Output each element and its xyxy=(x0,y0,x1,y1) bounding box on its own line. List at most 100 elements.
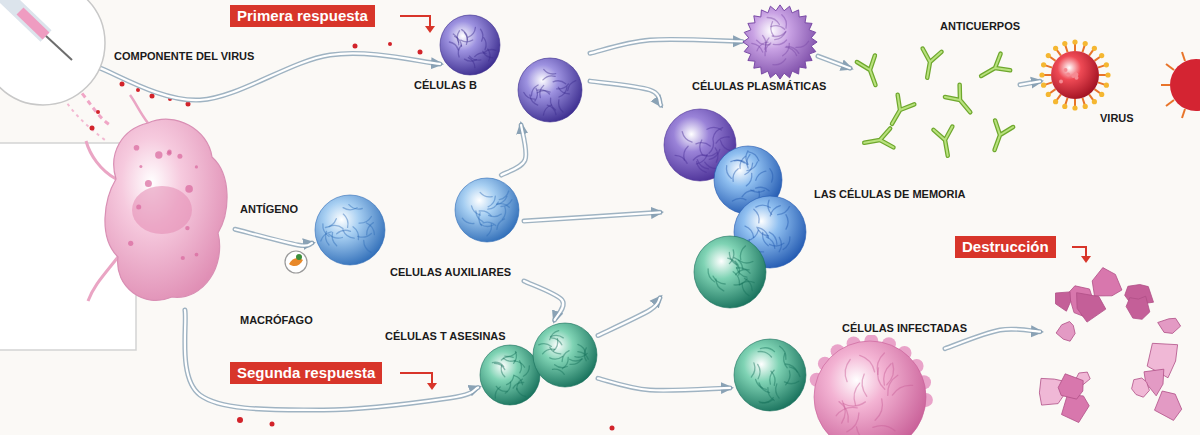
particle xyxy=(150,94,155,99)
flow-arrow xyxy=(524,281,563,320)
cell-texture xyxy=(697,162,707,173)
macrophage-nucleus xyxy=(132,186,192,234)
virus-body xyxy=(1170,59,1200,111)
macrophage-granule xyxy=(185,185,193,193)
cell-texture xyxy=(773,40,786,45)
cell-texture xyxy=(759,400,773,403)
cell-texture xyxy=(778,207,790,215)
arrow-core xyxy=(590,81,661,105)
cell-texture xyxy=(789,367,800,377)
cell-texture xyxy=(675,155,687,163)
cell-body xyxy=(743,5,817,79)
cell-texture xyxy=(734,258,743,269)
virus-spike-tip xyxy=(1062,41,1067,46)
cell-texture xyxy=(553,81,566,84)
cell-texture xyxy=(343,214,348,227)
cell-texture xyxy=(502,207,505,220)
cell-texture xyxy=(771,22,774,36)
cell-texture xyxy=(756,171,766,180)
antibody-core xyxy=(884,95,915,129)
partial-virus xyxy=(1161,52,1200,118)
cell-texture xyxy=(449,42,458,50)
cell-fragment xyxy=(1056,292,1071,311)
cell-texture xyxy=(773,59,786,65)
macrophage-granule xyxy=(155,151,162,158)
cell-texture xyxy=(568,81,576,91)
cell-texture xyxy=(760,398,773,403)
virus-spike-tip xyxy=(1072,39,1077,44)
cell-texture xyxy=(751,363,755,377)
cell-group: CELULAS AUXILIARES xyxy=(312,175,524,281)
cell-fragment xyxy=(1132,378,1150,397)
particle xyxy=(418,50,423,55)
arrow-core xyxy=(235,229,312,245)
lens-circle xyxy=(0,0,105,105)
cell-label: ANTICUERPOS xyxy=(938,20,1022,33)
antibody xyxy=(986,120,1014,153)
virus-spike-tip xyxy=(1053,46,1058,51)
cell-texture xyxy=(358,233,372,237)
cell-label: MACRÓFAGO xyxy=(238,314,315,327)
cell-texture xyxy=(462,218,474,223)
cell-texture xyxy=(766,237,775,249)
cell-group: CÉLULAS INFECTADAS xyxy=(730,335,945,435)
tag-pointer-head xyxy=(425,26,435,33)
cell-illustration xyxy=(8,8,98,98)
macrophage-granule xyxy=(177,154,182,159)
cell-label: CÉLULAS PLASMÁTICAS xyxy=(690,80,828,93)
cell-texture xyxy=(465,33,468,45)
cell-illustration xyxy=(1040,40,1110,110)
antibody xyxy=(884,95,915,129)
cell-texture xyxy=(343,208,357,210)
cell-texture xyxy=(796,41,809,47)
cell-texture xyxy=(367,223,375,235)
cell-body xyxy=(518,58,582,122)
cell-texture xyxy=(697,160,708,169)
virus-spike-tip xyxy=(1046,53,1051,58)
cell-texture xyxy=(736,269,750,274)
virus-spike-tip xyxy=(1046,92,1051,97)
virus-spike-tip xyxy=(1104,83,1109,88)
cell-fragment xyxy=(1092,268,1122,296)
particle xyxy=(120,82,125,87)
cell-texture xyxy=(470,56,481,60)
tag-pointer xyxy=(400,16,430,27)
macrophage-granule xyxy=(167,151,172,156)
syringe-barrel xyxy=(0,0,46,36)
arrow-outline xyxy=(185,310,478,410)
cell-body xyxy=(440,15,500,75)
arrow-outline xyxy=(235,229,312,245)
cell-group: ANTICUERPOS xyxy=(850,40,1020,160)
flow-arrow xyxy=(501,125,526,175)
antibody-outline xyxy=(857,55,885,88)
cell-texture xyxy=(732,198,746,201)
cell-fragment xyxy=(1155,391,1182,420)
cell-texture xyxy=(749,152,759,161)
cell-texture xyxy=(507,375,514,385)
cell-body xyxy=(480,345,540,405)
cell-texture xyxy=(878,368,885,390)
cell-texture xyxy=(364,240,371,252)
cell-texture xyxy=(768,388,774,401)
pseudopod xyxy=(88,257,118,301)
cell-texture xyxy=(785,47,796,55)
arrow-outline xyxy=(598,378,730,390)
cell-texture xyxy=(708,269,714,282)
stage-tag: Destrucción xyxy=(955,236,1056,258)
cell-texture xyxy=(551,338,562,345)
cell-illustration xyxy=(440,15,590,125)
cell-group: CÉLULAS B xyxy=(440,15,590,125)
cell-label: CELULAS AUXILIARES xyxy=(388,266,513,279)
cell-texture xyxy=(752,43,763,52)
cell-texture xyxy=(733,169,738,182)
virus-dot xyxy=(1059,80,1063,84)
cell-texture xyxy=(558,87,569,94)
cell-texture xyxy=(499,191,508,200)
cell-texture xyxy=(481,224,494,226)
cell-texture xyxy=(559,100,563,112)
cell-body xyxy=(734,339,806,411)
particle xyxy=(610,426,615,431)
pseudopod xyxy=(86,141,116,179)
part-label: ANTÍGENO xyxy=(238,203,300,216)
cell-texture xyxy=(578,352,588,360)
